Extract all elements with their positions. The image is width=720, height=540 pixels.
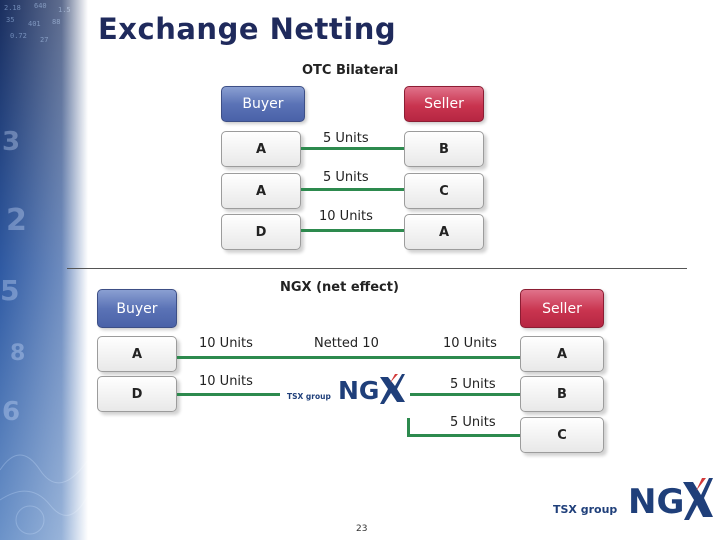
otc-seller-label: Seller xyxy=(424,96,464,112)
ngx-seller-box: A xyxy=(520,336,604,372)
ngx-buyer-units: 10 Units xyxy=(199,336,253,351)
otc-seller-box: C xyxy=(404,173,484,209)
ngx-seller-label: C xyxy=(557,427,567,443)
page-number: 23 xyxy=(356,524,368,534)
svg-text:TSX group: TSX group xyxy=(553,503,617,516)
ngx-buyer-label: Buyer xyxy=(116,300,158,317)
otc-section-label: OTC Bilateral xyxy=(302,63,399,78)
otc-seller-label: A xyxy=(438,224,450,240)
svg-text:NG: NG xyxy=(338,376,379,405)
ngx-buyer-box: A xyxy=(97,336,177,372)
otc-buyer-box: A xyxy=(221,131,301,167)
otc-buyer-label: Buyer xyxy=(242,96,284,112)
ngx-section-label: NGX (net effect) xyxy=(280,280,399,295)
otc-link-line xyxy=(301,188,404,191)
ngx-link-line xyxy=(177,393,280,396)
ngx-link-line xyxy=(407,434,520,437)
otc-buyer-box: A xyxy=(221,173,301,209)
ngx-link-line xyxy=(410,393,520,396)
ngx-netted-label: Netted 10 xyxy=(314,336,379,351)
otc-seller-box: A xyxy=(404,214,484,250)
ngx-seller-label: B xyxy=(557,386,567,402)
otc-buyer-label: A xyxy=(255,183,267,199)
ngx-seller-box: B xyxy=(520,376,604,412)
ngx-seller-box: C xyxy=(520,417,604,453)
page-title: Exchange Netting xyxy=(98,12,397,46)
otc-link-line xyxy=(301,229,404,232)
decorative-sidebar: 2.186401.5 3540188 0.7227 3 2 5 8 6 xyxy=(0,0,88,540)
ngx-buyer-header: Buyer xyxy=(97,289,177,328)
ngx-seller-header: Seller xyxy=(520,289,604,328)
ngx-footer-logo: TSX group NG xyxy=(553,475,713,523)
otc-seller-label: B xyxy=(439,141,449,157)
ngx-buyer-label: D xyxy=(131,386,143,402)
ngx-seller-label: A xyxy=(556,346,568,362)
otc-seller-header: Seller xyxy=(404,86,484,122)
ngx-seller-label: Seller xyxy=(542,300,582,317)
ngx-buyer-box: D xyxy=(97,376,177,412)
ngx-seller-units: 10 Units xyxy=(443,336,497,351)
otc-buyer-header: Buyer xyxy=(221,86,305,122)
ngx-link-line xyxy=(407,418,410,437)
otc-buyer-label: D xyxy=(255,224,267,240)
otc-units-label: 10 Units xyxy=(319,209,373,224)
otc-units-label: 5 Units xyxy=(323,170,369,185)
otc-link-line xyxy=(301,147,404,150)
ngx-seller-units: 5 Units xyxy=(450,415,496,430)
otc-units-label: 5 Units xyxy=(323,131,369,146)
ngx-seller-units: 5 Units xyxy=(450,377,496,392)
otc-seller-box: B xyxy=(404,131,484,167)
ngx-buyer-units: 10 Units xyxy=(199,374,253,389)
section-divider xyxy=(67,268,687,269)
ngx-center-logo: TSX group NG xyxy=(287,372,405,406)
otc-buyer-box: D xyxy=(221,214,301,250)
ngx-buyer-label: A xyxy=(131,346,143,362)
svg-text:NG: NG xyxy=(628,482,684,522)
otc-buyer-label: A xyxy=(255,141,267,157)
otc-seller-label: C xyxy=(439,183,449,199)
ngx-link-line xyxy=(177,356,520,359)
svg-text:TSX group: TSX group xyxy=(287,392,331,401)
